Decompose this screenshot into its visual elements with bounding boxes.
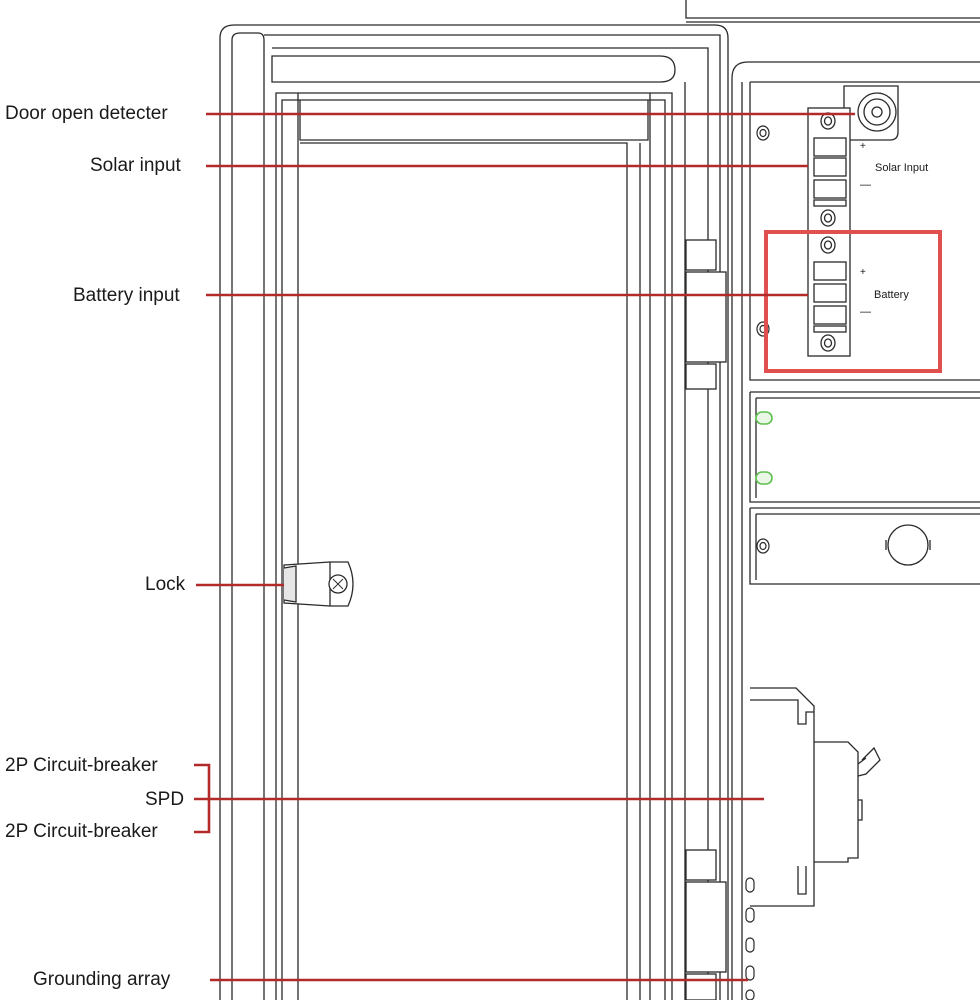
lock-icon: [283, 561, 354, 607]
door-sensor-icon: [843, 85, 899, 141]
cabinet-door: [219, 24, 729, 1000]
solar-plus-sign: +: [860, 141, 866, 152]
label-lock: Lock: [145, 574, 186, 595]
label-solar-input: Solar input: [90, 155, 181, 176]
solar-input-terminal-label: Solar Input: [875, 162, 929, 174]
label-battery-input: Battery input: [73, 285, 180, 306]
top-strip: [685, 0, 980, 23]
label-grounding-array: Grounding array: [33, 969, 171, 990]
round-knob-icon: [885, 524, 931, 566]
battery-minus-sign: —: [860, 306, 871, 318]
battery-plus-sign: +: [860, 267, 866, 278]
label-spd: SPD: [145, 789, 185, 810]
mounting-holes: [756, 125, 770, 554]
label-circuit-breaker-top: 2P Circuit-breaker: [5, 755, 158, 776]
interior-panel: [731, 61, 980, 1000]
battery-highlight-box: [764, 230, 942, 373]
battery-terminal-label: Battery: [874, 289, 909, 301]
solar-minus-sign: —: [860, 179, 871, 191]
grounding-array: [745, 877, 755, 1000]
door-hinges: [685, 239, 727, 1000]
leader-lines: [194, 112, 855, 982]
status-leds: [755, 411, 773, 485]
label-door-open-detecter: Door open detecter: [5, 103, 168, 124]
label-circuit-breaker-bottom: 2P Circuit-breaker: [5, 821, 158, 842]
battery-terminal-block: [807, 231, 851, 357]
solar-terminal-block: [807, 107, 851, 233]
circuit-breaker-spd: [750, 687, 881, 907]
